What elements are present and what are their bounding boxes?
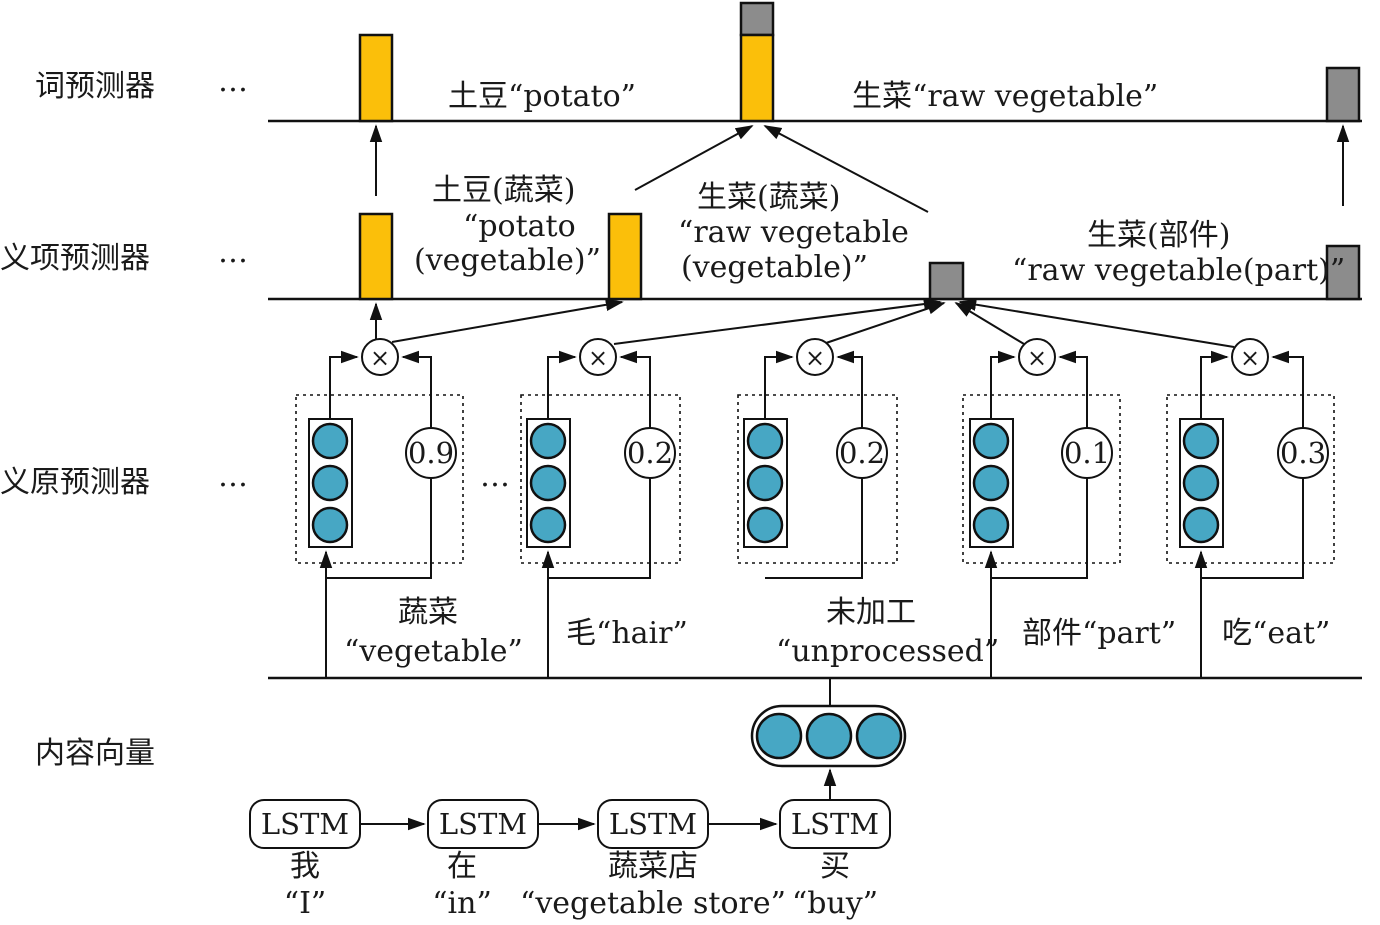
multiply-node-4: × (1027, 344, 1047, 372)
sememe-label-vegetable-en: “vegetable” (344, 634, 523, 669)
sememe-weight-5: 0.3 (1280, 436, 1326, 470)
row-label-word-predictor: 词预测器 (35, 69, 155, 104)
lstm-label-4: LSTM (791, 807, 879, 841)
lstm-word-cn-3: 蔬菜店 (608, 849, 698, 884)
sememe-weight-2: 0.2 (627, 436, 673, 470)
lstm-cell-4: LSTM 买 “buy” (779, 799, 891, 921)
ellipsis-word-row: … (218, 64, 248, 99)
sense-bar-potato-vegetable (607, 212, 643, 301)
word-label-raw-vegetable: 生菜“raw vegetable” (852, 79, 1158, 114)
sememe-label-unprocessed-cn: 未加工 (826, 595, 916, 630)
lstm-label-1: LSTM (261, 807, 349, 841)
arrow-mult5-to-gray-bar (958, 298, 1235, 348)
lstm-label-3: LSTM (609, 807, 697, 841)
sense-label-part-en: “raw vegetable(part)” (1012, 253, 1345, 288)
arrow-mult3-to-gray-bar (825, 302, 946, 344)
multiply-node-1: × (370, 344, 390, 372)
lstm-word-en-3: “vegetable store” (520, 886, 786, 921)
row-label-sememe-predictor: 义原预测器 (0, 465, 150, 500)
lstm-cell-3: LSTM 蔬菜店 “vegetable store” (520, 799, 786, 921)
sense-label-rawveg-cn: 生菜(蔬菜) (697, 180, 840, 215)
sememe-label-eat: 吃“eat” (1222, 616, 1330, 651)
sememe-module-3: 0.2 × (737, 338, 898, 579)
multiply-node-2: × (588, 344, 608, 372)
arrow-potato-sense-to-word (634, 125, 754, 191)
context-vector (750, 704, 907, 768)
sememe-module-1: 0.9 × (295, 338, 464, 678)
sense-label-potato-en2: (vegetable)” (414, 243, 601, 278)
lstm-word-cn-1: 我 (290, 849, 320, 884)
sense-label-potato-cn: 土豆(蔬菜) (432, 173, 575, 208)
sememe-label-vegetable-cn: 蔬菜 (398, 595, 458, 630)
word-label-potato: 土豆“potato” (448, 79, 636, 114)
word-bar-potato (358, 33, 394, 123)
word-bar-raw-vegetable (739, 33, 775, 123)
lstm-word-en-1: “I” (284, 886, 327, 921)
sense-label-rawveg-en2: (vegetable)” (681, 250, 868, 285)
sememe-label-part: 部件“part” (1022, 616, 1176, 651)
sememe-label-hair: 毛“hair” (566, 616, 688, 651)
sense-bar-1 (358, 212, 394, 301)
arrow-mult4-to-gray-bar (954, 302, 1025, 345)
sememe-module-2: 0.2 × (520, 338, 681, 678)
arrow-mult2-to-gray-bar (613, 297, 942, 345)
ellipsis-sense-row: … (218, 235, 248, 270)
sense-bar-raw-vegetable-vegetable (928, 261, 965, 301)
word-bar-right-gray (1325, 66, 1361, 123)
arrow-rawveg-sense-to-word (763, 125, 929, 213)
sense-label-potato-en1: “potato (463, 209, 576, 244)
ellipsis-between-sememes: … (480, 459, 510, 494)
lstm-word-en-2: “in” (432, 886, 492, 921)
sememe-label-unprocessed-en: “unprocessed” (776, 634, 999, 669)
lstm-label-2: LSTM (439, 807, 527, 841)
lstm-word-cn-4: 买 (820, 849, 850, 884)
sememe-weight-4: 0.1 (1064, 436, 1110, 470)
multiply-node-5: × (1240, 344, 1260, 372)
sememe-module-5: 0.3 × (1166, 338, 1335, 678)
sense-label-part-cn: 生菜(部件) (1087, 218, 1230, 253)
sememe-weight-1: 0.9 (408, 436, 454, 470)
sense-label-rawveg-en1: “raw vegetable (678, 215, 909, 250)
row-label-context-vector: 内容向量 (35, 736, 155, 771)
lstm-word-en-4: “buy” (792, 886, 878, 921)
lstm-word-cn-2: 在 (447, 849, 477, 884)
sememe-weight-3: 0.2 (839, 436, 885, 470)
row-label-sense-predictor: 义项预测器 (0, 241, 150, 276)
lstm-cell-2: LSTM 在 “in” (427, 799, 539, 921)
lstm-cell-1: LSTM 我 “I” (249, 799, 361, 921)
word-bar-raw-vegetable-gray (739, 1, 775, 37)
ellipsis-sememe-row: … (218, 459, 248, 494)
sememe-module-4: 0.1 × (962, 338, 1121, 678)
sense-bar-raw-vegetable-part (1325, 244, 1361, 301)
multiply-node-3: × (805, 344, 825, 372)
arrow-mult1-to-sense-bar-2 (391, 298, 624, 343)
